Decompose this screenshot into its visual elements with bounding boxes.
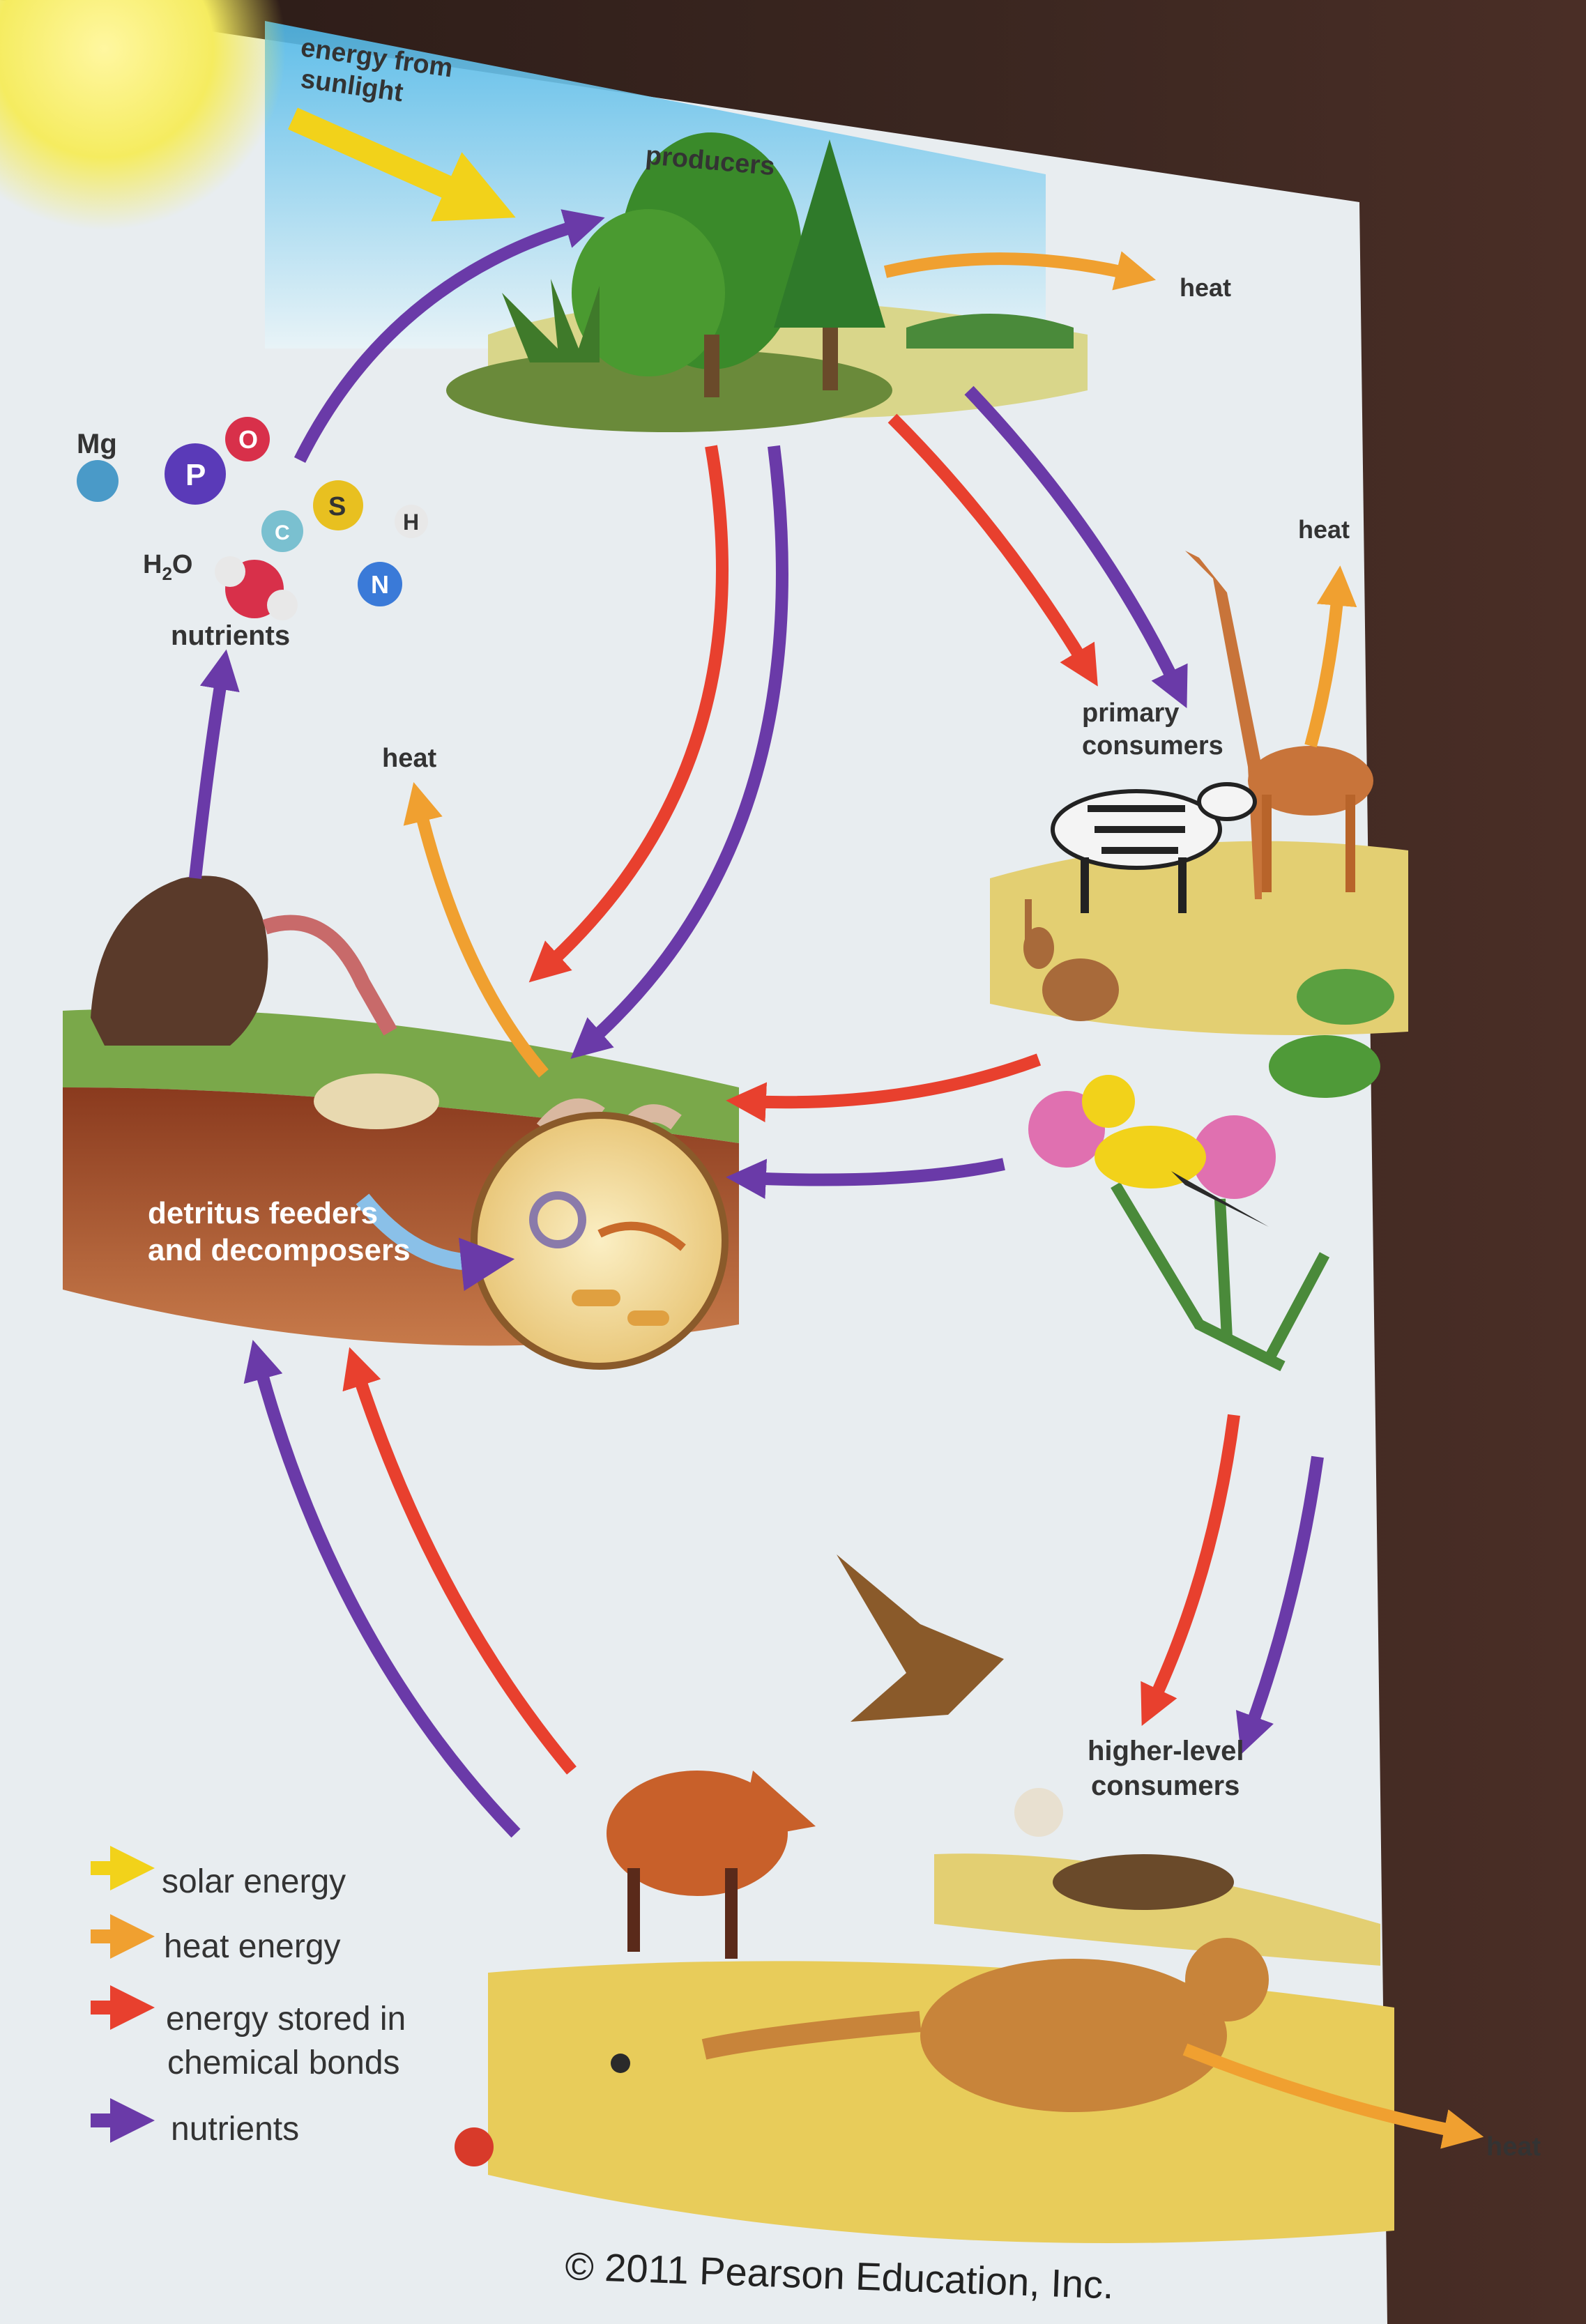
chemical-energy-arrows: [342, 413, 1240, 1775]
nutrients-label: nutrients: [171, 620, 290, 651]
legend-chemical-text-1: energy stored in: [166, 2001, 406, 2038]
primary-consumers-label-1: primary: [1082, 698, 1179, 728]
heat-label-primary: heat: [1298, 515, 1350, 544]
c-sphere: [261, 510, 303, 552]
h-sphere: [395, 505, 428, 538]
heat-arrows: [403, 251, 1484, 2149]
higher-consumers-illustration: [455, 1554, 1394, 2243]
solar-arrow: [288, 107, 516, 222]
thistle-goldfinch-illustration: [1028, 1075, 1330, 1372]
detritus-label-1: detritus feeders: [148, 1196, 378, 1230]
mg-sphere: [77, 460, 119, 502]
nutrient-molecules: Mg P O S H C N H2O: [77, 417, 428, 620]
legend-nutrients-text: nutrients: [171, 2111, 299, 2148]
n-symbol: N: [371, 570, 389, 599]
s-symbol: S: [328, 492, 346, 521]
primary-consumers-illustration: [990, 551, 1408, 1098]
detritus-label-2: and decomposers: [148, 1233, 411, 1267]
legend-heat-text: heat energy: [164, 1928, 341, 1965]
o-symbol: O: [238, 425, 258, 454]
h2o-hydrogen-1: [215, 556, 245, 587]
mg-symbol: Mg: [77, 429, 117, 459]
s-sphere: [313, 480, 363, 530]
heat-label-decomposers: heat: [382, 744, 436, 773]
higher-consumers-label-1: higher-level: [1088, 1736, 1244, 1766]
heat-label-producers: heat: [1180, 273, 1231, 302]
legend-solar: solar energy: [91, 1845, 346, 1900]
legend-heat: heat energy: [91, 1913, 341, 1965]
sun: [0, 0, 286, 230]
p-symbol: P: [185, 458, 206, 492]
heat-label-higher: heat: [1486, 2132, 1541, 2162]
legend: solar energy heat energy energy stored i…: [91, 1845, 406, 2148]
o-sphere: [225, 417, 270, 461]
higher-consumers-label-2: consumers: [1091, 1771, 1240, 1801]
n-sphere: [358, 562, 402, 606]
legend-chemical-text-2: chemical bonds: [167, 2044, 400, 2081]
legend-solar-text: solar energy: [162, 1863, 346, 1900]
legend-nutrients: nutrients: [91, 2097, 299, 2148]
h-symbol: H: [403, 510, 419, 535]
h2o-hydrogen-2: [267, 590, 298, 620]
decomposers-illustration: [63, 876, 739, 1370]
producers-illustration: [446, 132, 1088, 432]
legend-chemical: energy stored in chemical bonds: [91, 1985, 406, 2081]
h2o-formula: H2O: [143, 550, 192, 584]
nutrient-arrows: [189, 209, 1324, 1838]
c-symbol: C: [275, 521, 290, 544]
primary-consumers-label-2: consumers: [1082, 731, 1223, 760]
p-sphere: [165, 443, 226, 505]
